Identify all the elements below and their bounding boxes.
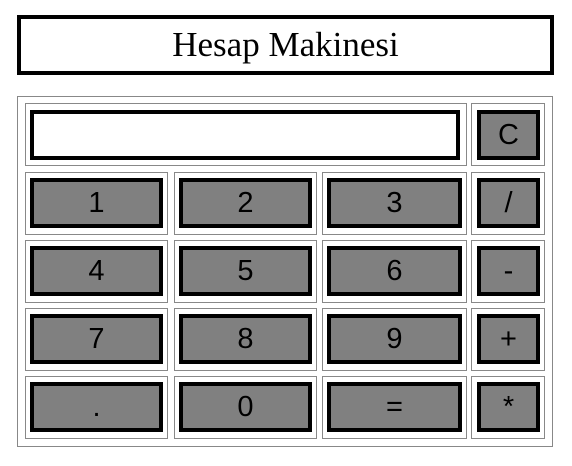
clear-button[interactable]: C [477,110,540,160]
key-cell-multiply: * [471,376,545,439]
divide-button[interactable]: / [477,178,540,228]
digit-1-button[interactable]: 1 [30,178,163,228]
digit-0-button[interactable]: 0 [179,382,312,432]
key-cell-clear: C [471,103,545,166]
key-cell-8: 8 [174,308,317,371]
subtract-button[interactable]: - [477,246,540,296]
key-cell-3: 3 [322,172,467,235]
page-title: Hesap Makinesi [17,15,554,75]
key-cell-6: 6 [322,240,467,303]
key-cell-add: + [471,308,545,371]
key-cell-decimal: . [25,376,168,439]
digit-7-button[interactable]: 7 [30,314,163,364]
key-cell-1: 1 [25,172,168,235]
key-cell-9: 9 [322,308,467,371]
equals-button[interactable]: = [327,382,462,432]
multiply-button[interactable]: * [477,382,540,432]
digit-8-button[interactable]: 8 [179,314,312,364]
digit-9-button[interactable]: 9 [327,314,462,364]
calculator: C 1 2 3 / 4 5 6 - 7 8 9 + . 0 = [17,96,553,447]
display-cell [25,103,467,166]
decimal-button[interactable]: . [30,382,163,432]
add-button[interactable]: + [477,314,540,364]
key-cell-7: 7 [25,308,168,371]
digit-2-button[interactable]: 2 [179,178,312,228]
calculator-display[interactable] [30,110,460,160]
key-cell-4: 4 [25,240,168,303]
key-cell-equals: = [322,376,467,439]
key-cell-5: 5 [174,240,317,303]
digit-3-button[interactable]: 3 [327,178,462,228]
key-cell-subtract: - [471,240,545,303]
digit-5-button[interactable]: 5 [179,246,312,296]
digit-4-button[interactable]: 4 [30,246,163,296]
key-cell-0: 0 [174,376,317,439]
key-cell-divide: / [471,172,545,235]
digit-6-button[interactable]: 6 [327,246,462,296]
key-cell-2: 2 [174,172,317,235]
